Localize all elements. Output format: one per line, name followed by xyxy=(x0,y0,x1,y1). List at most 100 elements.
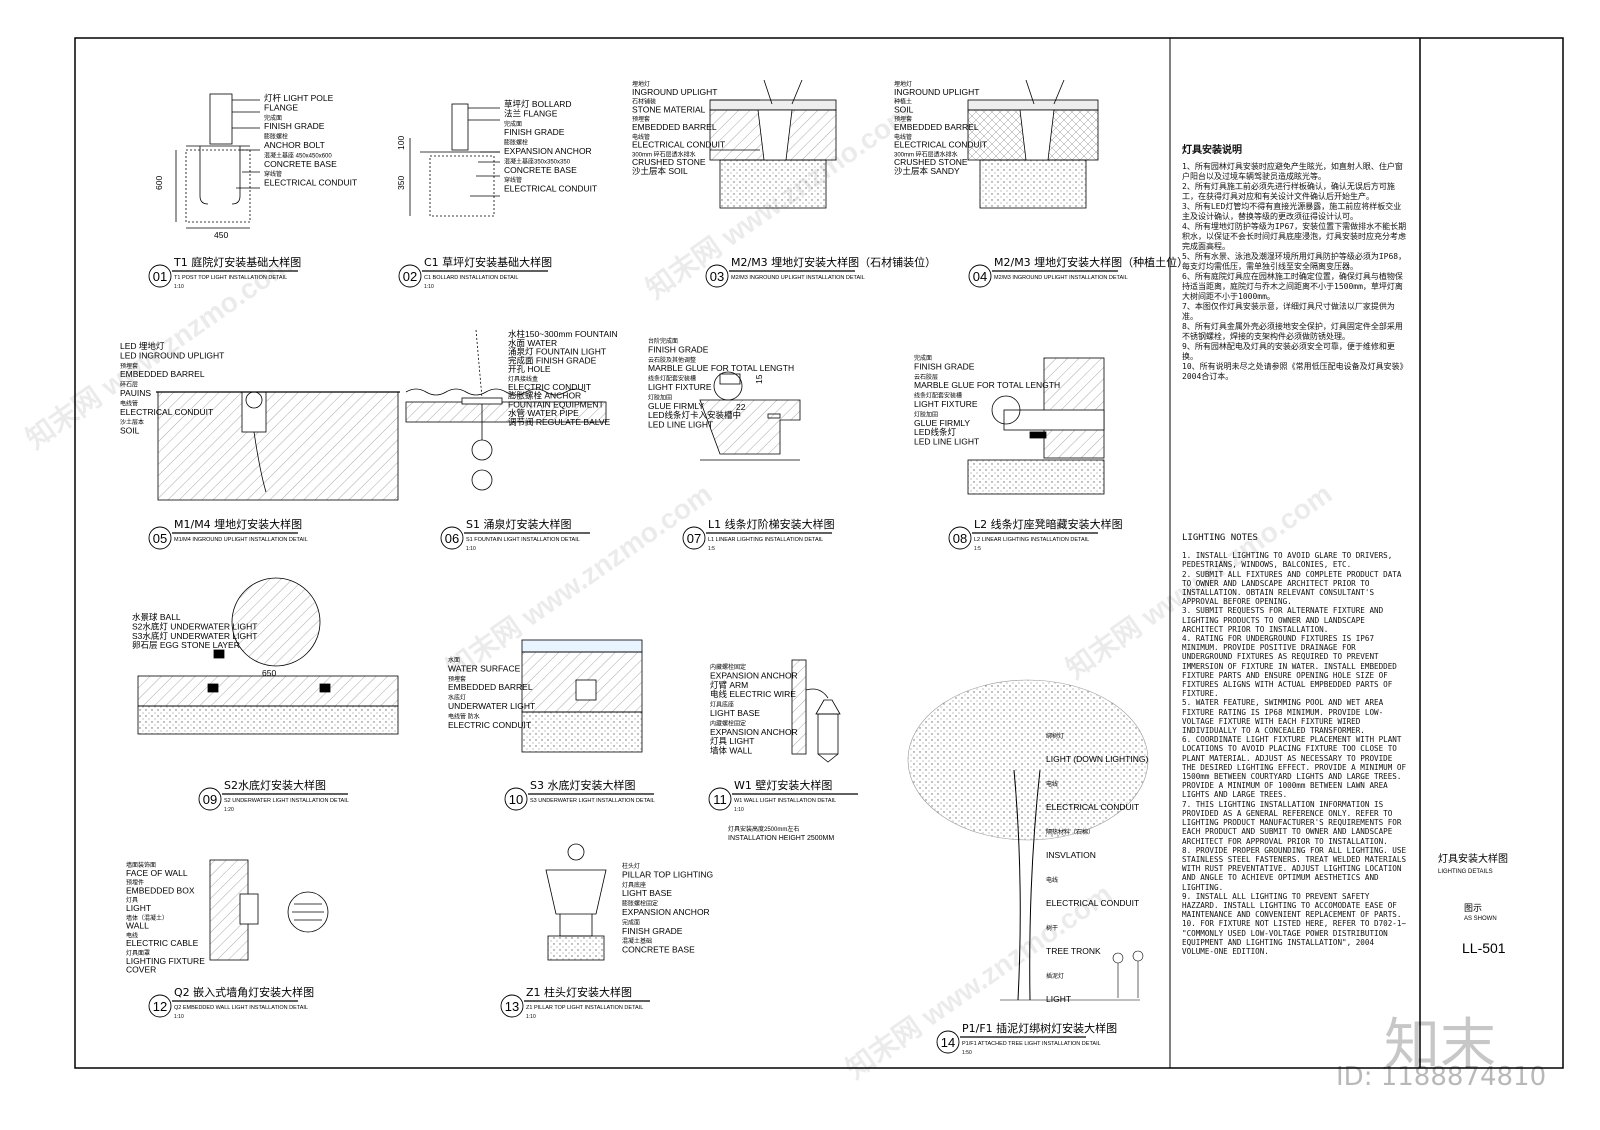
notes-cn-list: 1、所有园林灯具安装时应避免产生眩光，如直射人眼、住户窗户阳台以及过境车辆驾驶员… xyxy=(1182,162,1408,382)
detail-number: 08 xyxy=(953,531,967,546)
detail-subtitle-text: L2 LINEAR LIGHTING INSTALLATION DETAIL xyxy=(974,537,1089,543)
sheet-number: LL-501 xyxy=(1462,940,1506,956)
detail-title-text: M2/M3 埋地灯安装大样图（石材铺装位） xyxy=(731,255,936,269)
notes-en-item: PROVIDE A MINIMUM OF 1000mm BETWEEN LAWN… xyxy=(1182,781,1388,800)
detail-14-label: 电线 xyxy=(1046,780,1058,788)
detail-10-label: 电线管 防水 xyxy=(448,712,480,720)
detail-subtitle-text: Z1 PILLAR TOP LIGHT INSTALLATION DETAIL xyxy=(526,1005,643,1011)
detail-13-label: CONCRETE BASE xyxy=(622,945,695,955)
detail-03-label: CRUSHED STONE xyxy=(632,157,706,167)
notes-cn-item: 5、所有水景、泳池及潮湿环境所用灯具防护等级必须为IP68，每支灯均需低压，需单… xyxy=(1182,252,1407,271)
detail-13-label: LIGHT BASE xyxy=(622,888,672,898)
notes-cn-item: 3、所有LED灯管均不得有直接光源暴露，施工前应将样板交业主及设计确认，替换等级… xyxy=(1182,202,1402,221)
detail-number: 06 xyxy=(445,531,459,546)
detail-title-text: S1 涌泉灯安装大样图 xyxy=(466,517,571,531)
detail-06-drawing xyxy=(405,329,607,491)
detail-07-dimension: 22 xyxy=(736,402,746,412)
detail-number-circle xyxy=(440,526,464,550)
detail-11-label: 灯具 LIGHT xyxy=(710,736,754,746)
detail-subtitle-text: P1/F1 ATTACHED TREE LIGHT INSTALLATION D… xyxy=(962,1041,1101,1047)
detail-06-label: 涌泉灯 FOUNTAIN LIGHT xyxy=(508,347,606,357)
detail-13-label: 柱头灯 xyxy=(622,862,640,870)
detail-12-label: 灯具 xyxy=(126,896,138,904)
detail-title-text: M2/M3 埋地灯安装大样图（种植土位） xyxy=(994,255,1188,269)
detail-05-label: SOIL xyxy=(120,426,140,436)
detail-02-label: ELECTRICAL CONDUIT xyxy=(504,184,597,194)
detail-09-label: S3水底灯 UNDERWATER LIGHT xyxy=(132,631,257,641)
detail-06-label: 水管 WATER PIPE xyxy=(508,408,579,418)
detail-title-text: S2水底灯安装大样图 xyxy=(224,778,326,792)
detail-09-drawing xyxy=(137,577,399,735)
notes-en-item: 4. RATING FOR UNDERGROUND FIXTURES IS IP… xyxy=(1182,634,1397,699)
notes-cn-title: 灯具安装说明 xyxy=(1182,145,1242,156)
detail-05-label: 预埋套 xyxy=(120,362,138,370)
detail-13-label: FINISH GRADE xyxy=(622,926,683,936)
detail-01-label: FLANGE xyxy=(264,102,298,112)
notes-cn-item: 9、所有园林配电及灯具的安装必须安全可靠，便于维修和更换。 xyxy=(1182,342,1395,361)
detail-04-label: 预埋套 xyxy=(894,115,912,123)
notes-cn-item: 6、所有庭院灯具应在园林施工时确定位置，确保灯具与植物保持适当距离，庭院灯与乔木… xyxy=(1182,272,1403,301)
detail-10-label: ELECTRIC CONDUIT xyxy=(448,720,531,730)
detail-number-circle xyxy=(398,264,422,288)
detail-08-label: LIGHT FIXTURE xyxy=(914,399,978,409)
detail-04-label: EMBEDDED BARREL xyxy=(894,122,979,132)
notes-en-item: 8. PROVIDE PROPER GROUNDING FOR ALL LIGH… xyxy=(1182,845,1407,892)
detail-11-label: 内藏螺栓固定 xyxy=(710,663,746,671)
detail-10-label: EMBEDDED BARREL xyxy=(448,682,533,692)
detail-12-label: 电线 xyxy=(126,931,138,939)
detail-scale-text: 1:10 xyxy=(174,1014,184,1020)
detail-01-dimension: 600 xyxy=(154,176,164,190)
detail-01-label: 灯杆 LIGHT POLE xyxy=(264,93,334,103)
detail-03-label: 沙土层本 SOIL xyxy=(632,166,688,176)
detail-subtitle-text: T1 POST TOP LIGHT INSTALLATION DETAIL xyxy=(174,275,287,281)
detail-scale-text: 1:10 xyxy=(466,546,476,552)
detail-02-label: 膨胀螺栓 xyxy=(504,139,528,147)
detail-02-label: 法兰 FLANGE xyxy=(504,108,558,118)
detail-13-drawing xyxy=(545,843,607,961)
detail-13-label: 膨胀螺栓固定 xyxy=(622,900,658,908)
detail-06-label: 开孔 HOLE xyxy=(508,364,551,374)
detail-08-label: FINISH GRADE xyxy=(914,361,975,371)
notes-en-item: 3. SUBMIT REQUESTS FOR ALTERNATE FIXTURE… xyxy=(1182,606,1384,634)
detail-11-label: 电线 ELECTRIC WIRE xyxy=(710,689,796,699)
detail-07-label: GLUE FIRMLY xyxy=(648,401,704,411)
detail-03-label: INGROUND UPLIGHT xyxy=(632,87,717,97)
detail-12-label: WALL xyxy=(126,921,149,931)
detail-subtitle-text: M1/M4 INGROUND UPLIGHT INSTALLATION DETA… xyxy=(174,537,308,543)
notes-cn-item: 8、所有灯具金属外壳必须接地安全保护，灯具固定件全部采用不锈钢螺栓，焊接的支架构… xyxy=(1182,322,1403,341)
detail-title-text: C1 草坪灯安装基础大样图 xyxy=(424,255,552,269)
detail-10-label: 水底灯 xyxy=(448,694,466,702)
detail-title-text: P1/F1 插泥灯绑树灯安装大样图 xyxy=(962,1021,1117,1035)
drawing-title-en: LIGHTING DETAILS xyxy=(1438,869,1493,875)
detail-09-dimension: 650 xyxy=(262,668,276,678)
detail-07-label: LED线条灯卡入安装槽中 xyxy=(648,410,741,420)
detail-number-circle xyxy=(936,1030,960,1054)
notes-en-title: LIGHTING NOTES xyxy=(1182,533,1258,543)
detail-12-label: 墙面装饰面 xyxy=(126,861,156,869)
detail-07-label: 线条灯配套安装槽 xyxy=(648,375,696,383)
detail-number: 01 xyxy=(153,269,167,284)
detail-08-label: 云石胶层 xyxy=(914,373,938,381)
detail-01-label: 穿线管 xyxy=(264,170,282,178)
detail-subtitle-text: S1 FOUNTAIN LIGHT INSTALLATION DETAIL xyxy=(466,537,580,543)
detail-title-text: S3 水底灯安装大样图 xyxy=(530,778,635,792)
detail-05-label: 碎石层 xyxy=(120,381,138,389)
detail-number: 12 xyxy=(153,999,167,1014)
detail-10-label: 水面 xyxy=(448,656,460,664)
detail-number-circle xyxy=(968,264,992,288)
notes-en-item: 5. WATER FEATURE, SWIMMING POOL AND WET … xyxy=(1182,698,1384,736)
detail-subtitle-text: Q2 EMBEDDED WALL LIGHT INSTALLATION DETA… xyxy=(174,1005,308,1011)
detail-number: 03 xyxy=(710,269,724,284)
detail-11-label: 灯臂 ARM xyxy=(710,680,748,690)
notes-cn-item: 7、本图仅作灯具安装示意，详细灯具尺寸做法以厂家提供为准。 xyxy=(1182,302,1395,321)
detail-12-label: LIGHT xyxy=(126,903,151,913)
